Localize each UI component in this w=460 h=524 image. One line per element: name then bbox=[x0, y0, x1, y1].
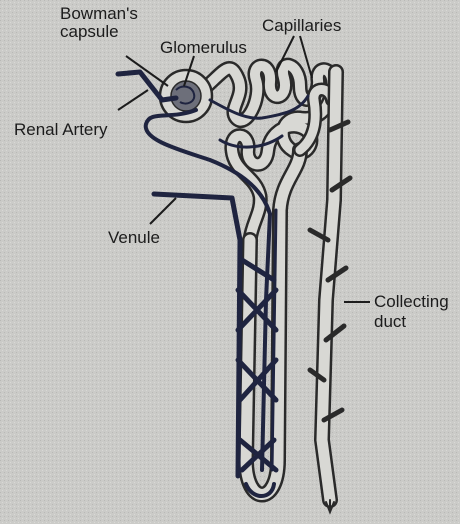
label-collecting-duct-line2: duct bbox=[374, 312, 406, 331]
label-glomerulus: Glomerulus bbox=[160, 38, 247, 57]
label-capillaries: Capillaries bbox=[262, 16, 341, 35]
label-collecting-duct-line1: Collecting bbox=[374, 292, 449, 311]
label-bowmans-capsule-line1: Bowman's bbox=[60, 4, 138, 23]
label-bowmans-capsule-line2: capsule bbox=[60, 22, 119, 41]
label-renal-artery: Renal Artery bbox=[14, 120, 108, 139]
label-venule: Venule bbox=[108, 228, 160, 247]
